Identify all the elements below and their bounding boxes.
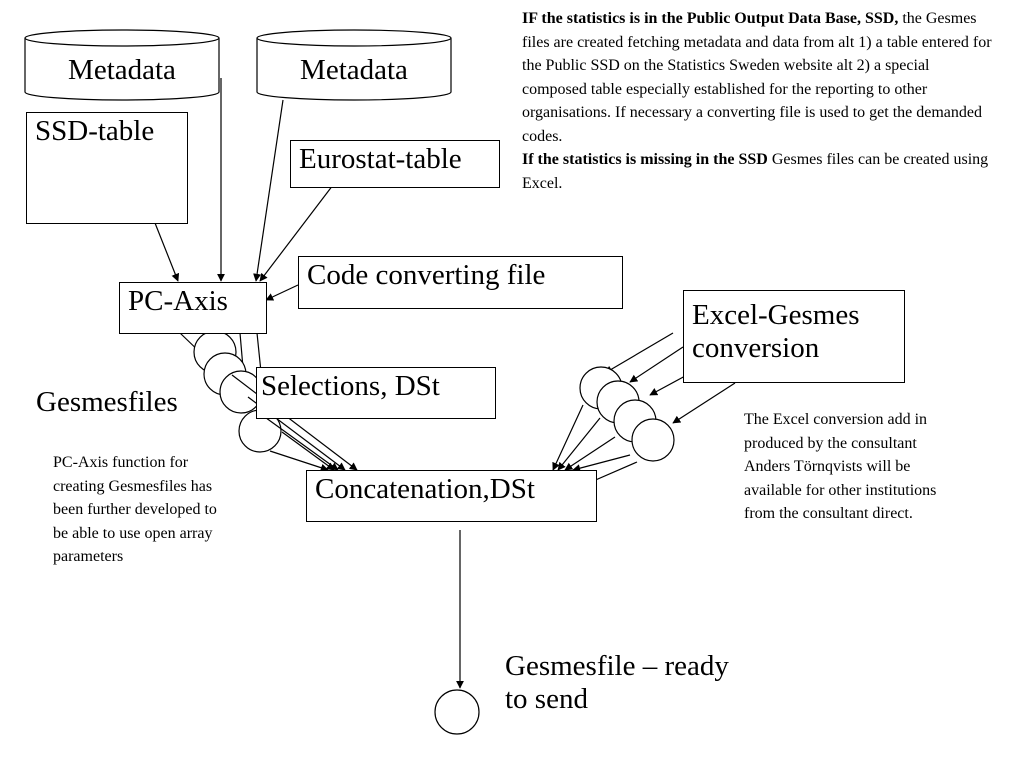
gesmesfile-ready-label: Gesmesfile – ready to send [505, 650, 729, 717]
arrows-excel-to-circles [604, 332, 736, 424]
top-right-note: IF the statistics is in the Public Outpu… [522, 7, 992, 195]
excel-conversion-note: The Excel conversion add in produced by … [744, 411, 937, 522]
eurostat-table-label: Eurostat-table [299, 143, 462, 175]
metadata-label-1: Metadata [68, 54, 176, 86]
excel-gesmes-conversion-box: Excel-Gesmes conversion [683, 290, 905, 383]
gesmes-circles-right [579, 366, 675, 462]
concatenation-dst-box: Concatenation,DSt [306, 470, 597, 522]
selections-dst-box: Selections, DSt [256, 367, 496, 419]
note-bold-1: IF the statistics is in the Public Outpu… [522, 10, 899, 27]
ssd-table-box: SSD-table [26, 112, 188, 224]
final-gesmesfile-circle [434, 689, 480, 735]
note-text-2: Gesmes files can be created using Excel. [522, 151, 989, 192]
metadata-cylinder-2 [256, 29, 452, 101]
concatenation-dst-label: Concatenation,DSt [315, 473, 535, 505]
selections-dst-label: Selections, DSt [261, 370, 440, 402]
code-converting-file-label: Code converting file [307, 259, 546, 291]
ssd-table-label: SSD-table [35, 115, 155, 147]
metadata-cylinder-1 [24, 29, 220, 101]
pc-axis-label: PC-Axis [128, 285, 228, 317]
arrows-to-pc-axis [154, 78, 334, 301]
excel-gesmes-label-line1: Excel-Gesmes [692, 299, 860, 331]
gesmesfile-ready-line2: to send [505, 683, 588, 716]
note-text-1: the Gesmes files are created fetching me… [522, 10, 992, 145]
code-converting-file-box: Code converting file [298, 256, 623, 309]
note-bold-2: If the statistics is missing in the SSD [522, 151, 768, 168]
gesmesfiles-label: Gesmesfiles [36, 386, 178, 418]
pc-axis-note: PC-Axis function for creating Gesmesfile… [53, 454, 217, 565]
eurostat-table-box: Eurostat-table [290, 140, 500, 188]
pc-axis-box: PC-Axis [119, 282, 267, 334]
metadata-label-2: Metadata [300, 54, 408, 86]
gesmesfile-ready-line1: Gesmesfile – ready [505, 650, 729, 682]
excel-gesmes-label-line2: conversion [692, 332, 820, 365]
